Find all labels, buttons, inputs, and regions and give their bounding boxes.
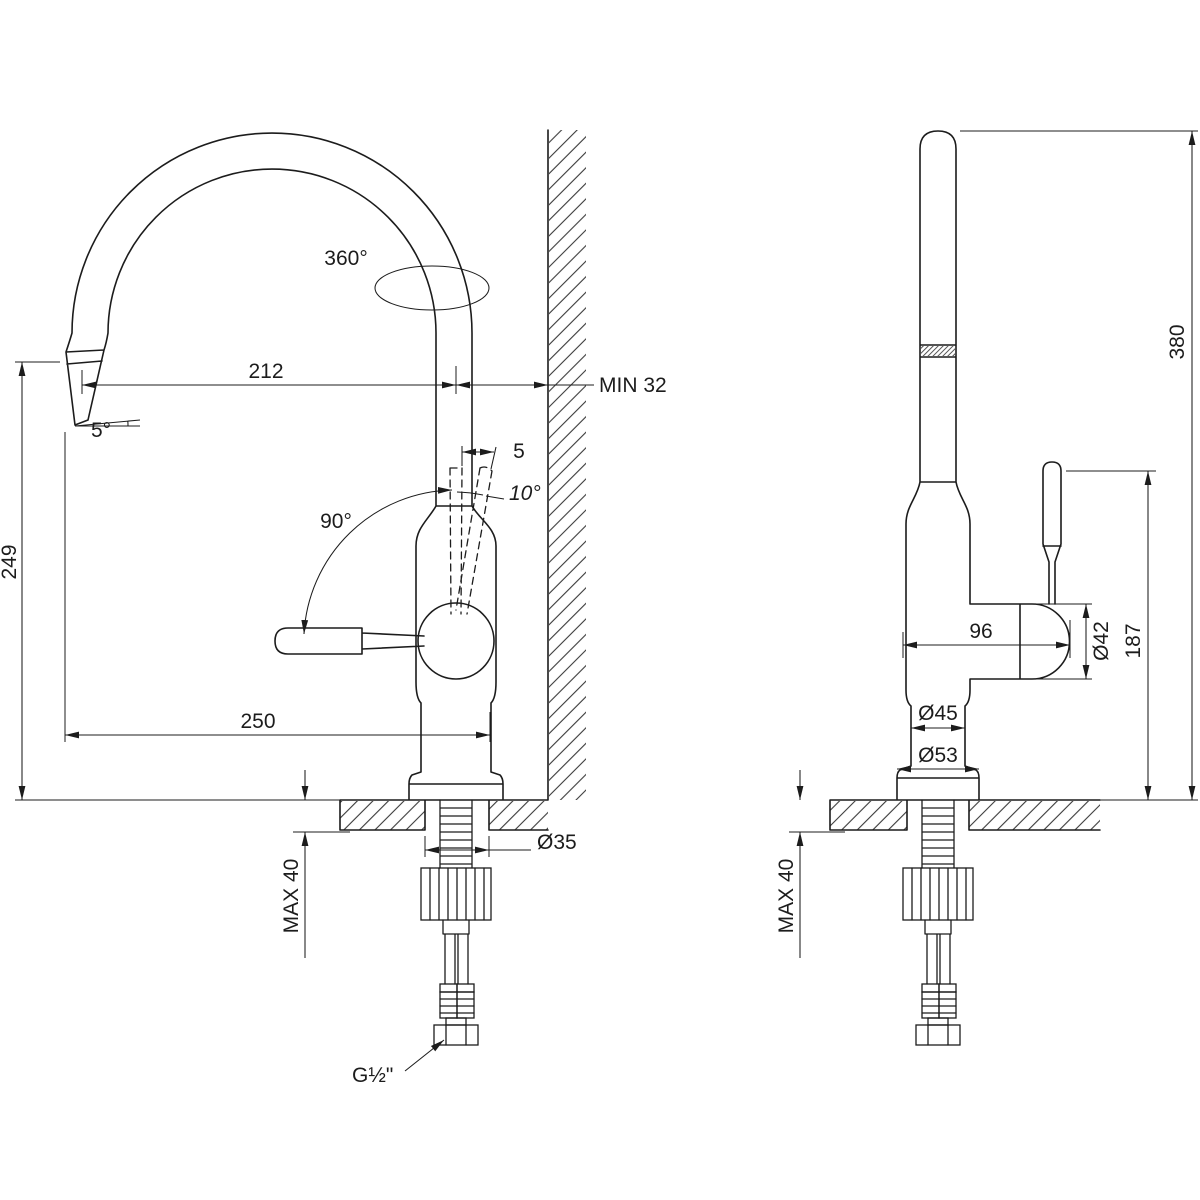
extension-lines-side (789, 130, 1198, 833)
wall-hatch (549, 130, 586, 800)
side-view: 380 187 96 Ø42 Ø45 Ø53 MAX 40 (775, 130, 1198, 1046)
dim-249-label: 249 (0, 544, 21, 579)
dim-250-label: 250 (240, 710, 275, 733)
counter-hatch-right (489, 801, 548, 830)
dim-max40-front-label: MAX 40 (280, 859, 303, 934)
dim-o35-label: Ø35 (537, 831, 577, 854)
mounting-hardware-parts-side (902, 867, 974, 1046)
dim-5-label: 5 (513, 440, 525, 463)
dim-187-label: 187 (1122, 623, 1145, 658)
swivel-ellipse (374, 265, 490, 311)
faucet-outline (65, 132, 504, 800)
thread-leader-line (404, 1039, 445, 1072)
dim-min32-label: MIN 32 (599, 374, 667, 397)
counter-hatch-left (340, 801, 425, 830)
thread-label: G½" (352, 1064, 393, 1087)
faucet-outline-side (896, 130, 1071, 800)
dim-o53-label: Ø53 (918, 744, 958, 767)
counter-outline-side (829, 799, 1101, 831)
lever-swing-label: 90° (320, 510, 352, 533)
lever-ball-joint (417, 602, 495, 680)
lever-tilt-label: 10° (509, 482, 541, 505)
wall-counter-outline (339, 129, 549, 831)
dim-96-label: 96 (969, 620, 992, 643)
dim-o42-label: Ø42 (1090, 621, 1113, 661)
annotation-lines (74, 419, 505, 500)
counter-hatch-right-side (969, 801, 1100, 830)
swing-arc-90 (301, 486, 453, 635)
swivel-label: 360° (324, 247, 367, 270)
dim-o45-label: Ø45 (918, 702, 958, 725)
mounting-hardware-side (911, 799, 967, 1046)
mounting-hardware-parts (420, 867, 492, 1046)
dim-max40-side-label: MAX 40 (775, 859, 798, 934)
dim-212-label: 212 (248, 360, 283, 383)
spout-tilt-label: 5° (91, 419, 111, 442)
lever-raised-positions (449, 466, 493, 615)
front-view: 360° 212 MIN 32 5° 5 10° 90° 249 250 MAX… (0, 129, 667, 1087)
aerator-band (921, 346, 955, 356)
counter-hatch-left-side (830, 801, 907, 830)
dim-380-label: 380 (1166, 324, 1189, 359)
